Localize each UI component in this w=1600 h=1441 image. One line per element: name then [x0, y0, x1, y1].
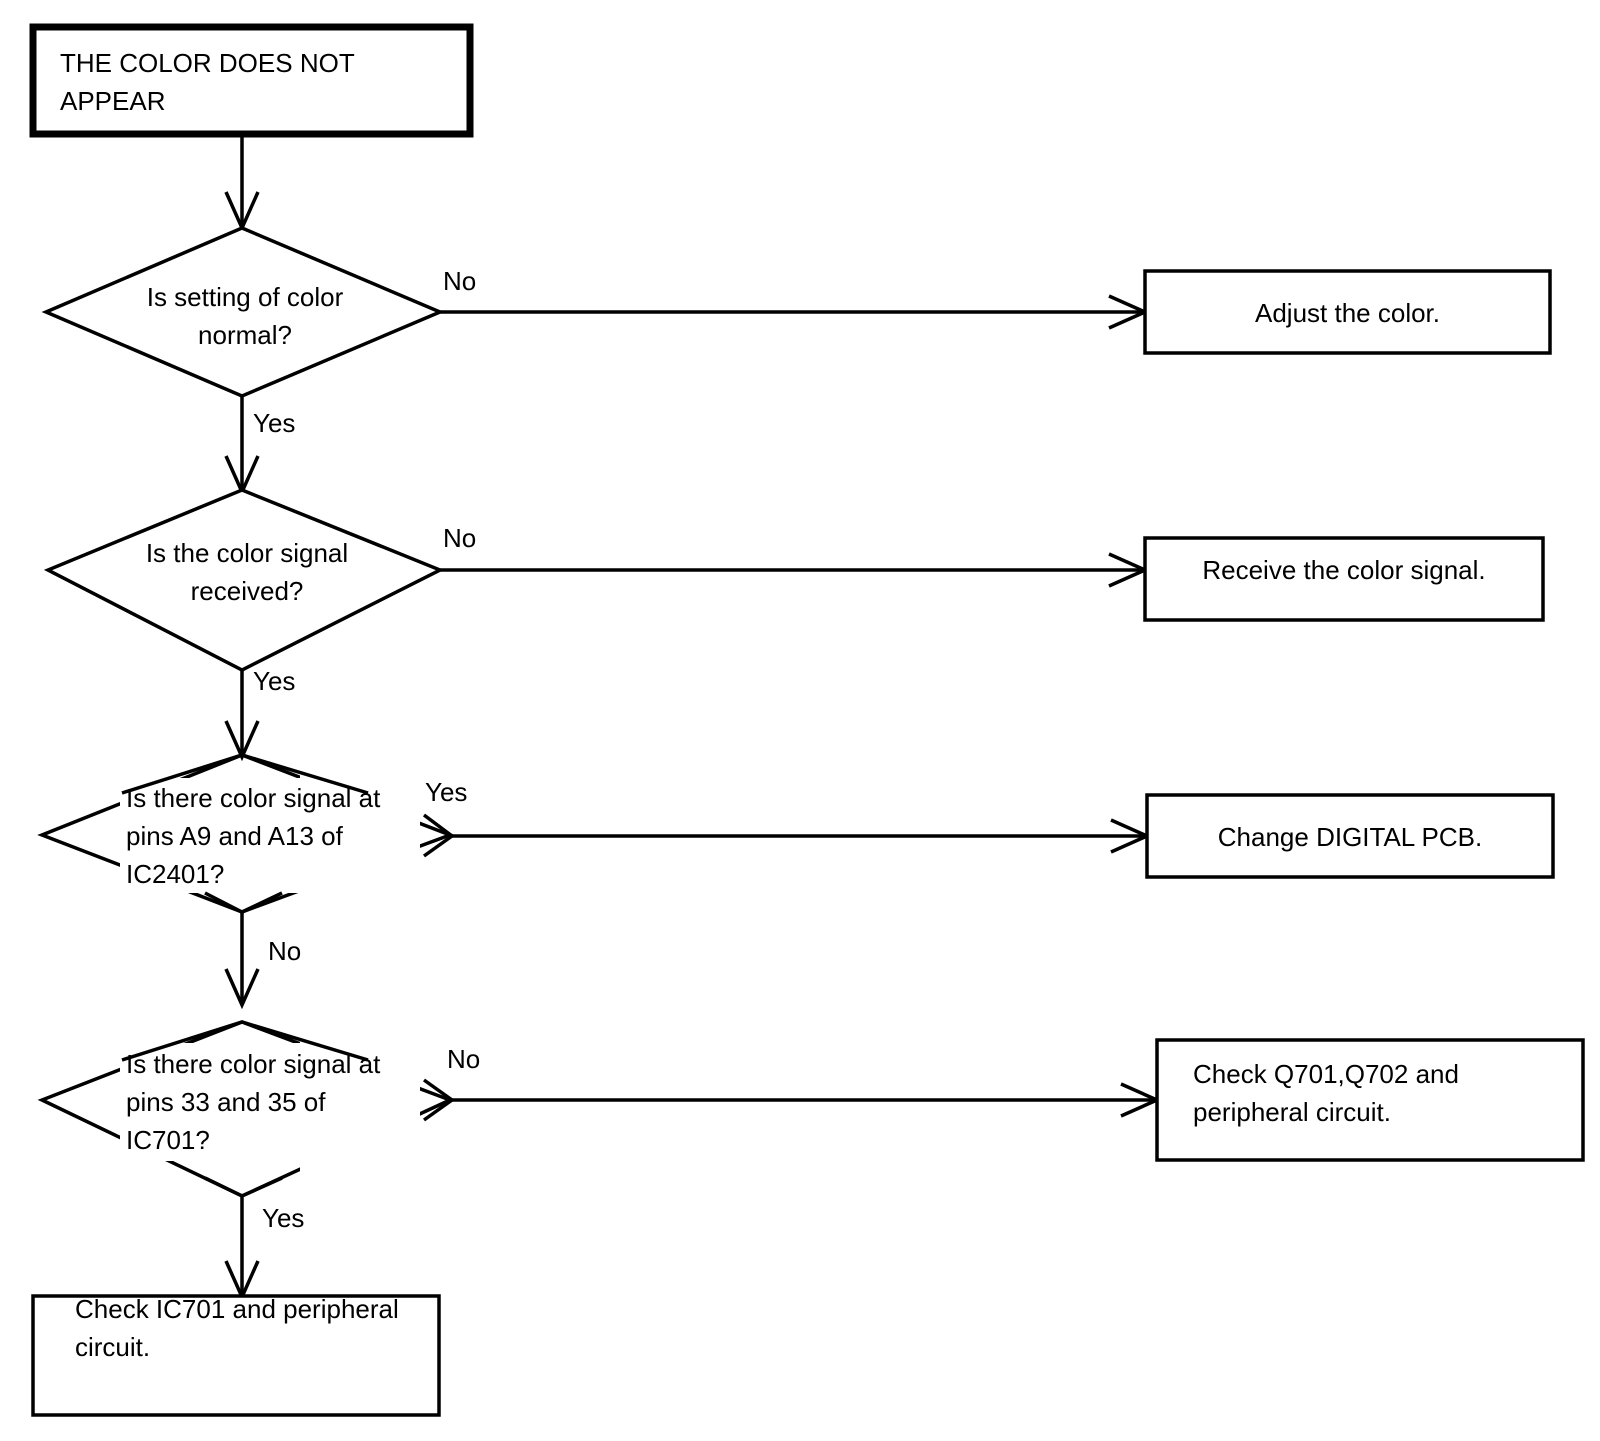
- decision-3-right-mask: [300, 755, 426, 815]
- decision-4-right-mask: [300, 1022, 426, 1082]
- decision-1-label: Is setting of color normal?: [146, 282, 344, 350]
- decision-4-label: Is there color signal at pins 33 and 35 …: [126, 1049, 381, 1155]
- decision-4-top-wedge: [121, 1020, 369, 1062]
- edge-label-d2-yes: Yes: [253, 666, 296, 696]
- decision-3-label: Is there color signal at pins A9 and A13…: [126, 783, 381, 889]
- decision-3-right-mask-2: [300, 860, 440, 915]
- action-4-shape: [1155, 1038, 1585, 1162]
- decision-4-right-mask-2: [300, 1140, 440, 1198]
- action-1-label: Adjust the color.: [1255, 298, 1440, 328]
- action-5-shape: [31, 1294, 441, 1417]
- action-2-shape: [1143, 536, 1545, 622]
- title-box-label: THE COLOR DOES NOT APPEAR: [60, 48, 355, 116]
- action-1-shape: [1143, 269, 1552, 355]
- action-3-shape: [1145, 793, 1555, 879]
- edge-label-d2-no: No: [443, 523, 477, 553]
- decision-4-bottom-wedge: [204, 1176, 283, 1198]
- edge-label-d3-yes: Yes: [425, 777, 468, 807]
- arrowhead-d3-no: [224, 968, 260, 1010]
- decision-2-label: Is the color signal received?: [145, 538, 349, 606]
- edge-label-d4-no: No: [447, 1044, 481, 1074]
- title-box-shape: [29, 23, 474, 138]
- edge-label-d3-no: No: [268, 936, 302, 966]
- edge-label-d1-no: No: [443, 266, 477, 296]
- edge-label-d1-yes: Yes: [253, 408, 296, 438]
- arrowhead-d2-yes: [224, 720, 260, 762]
- action-4-label: Check Q701,Q702 and peripheral circuit.: [1193, 1059, 1459, 1127]
- action-2-label: Receive the color signal.: [1202, 555, 1486, 585]
- action-3-label: Change DIGITAL PCB.: [1217, 822, 1483, 852]
- action-5-label: Check IC701 and peripheral circuit.: [75, 1294, 399, 1362]
- edge-label-d4-yes: Yes: [262, 1203, 305, 1233]
- decision-3-top-wedge: [121, 753, 369, 795]
